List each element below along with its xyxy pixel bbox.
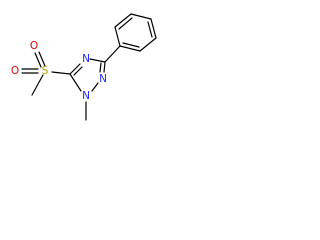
- bond-n2-n1: [91, 82, 99, 92]
- bond-s-o-top-a: [34, 52, 42, 68]
- bond-ph-3-4: [130, 13, 152, 20]
- bond-ph-inner-c: [122, 42, 140, 48]
- bond-s-c5: [51, 71, 71, 75]
- bond-s-o-top-b: [38, 51, 46, 67]
- atom-n-methyl: N: [82, 90, 90, 102]
- molecule-structure: S O O N N N: [11, 13, 157, 121]
- bond-ph-2-3: [114, 13, 132, 28]
- bond-ph-inner-b: [147, 21, 153, 38]
- bond-n1-c5: [69, 73, 82, 92]
- bond-ph-inner-a: [118, 17, 133, 30]
- bond-ph-6-1: [119, 45, 141, 52]
- atom-o-top: O: [30, 40, 38, 52]
- bond-c3-n2: [103, 61, 106, 73]
- atom-n-ring-right: N: [99, 73, 107, 85]
- atom-n-ring-top: N: [82, 53, 90, 65]
- bond-ph-4-5: [150, 18, 157, 39]
- bond-c3-n2-inner: [99, 62, 102, 73]
- atom-o-left: O: [11, 65, 19, 77]
- bonds: [21, 13, 157, 121]
- bond-c5-n4-inner: [73, 66, 83, 76]
- atom-labels: S O O N N N: [11, 40, 107, 102]
- bond-ph-5-6: [139, 37, 157, 52]
- bond-c3-phenyl: [104, 45, 121, 63]
- bond-c5-n4: [69, 63, 81, 75]
- bond-n4-c3: [89, 58, 106, 63]
- atom-s: S: [42, 65, 49, 77]
- bond-methyl-s: [31, 74, 44, 96]
- bond-ph-1-2: [114, 26, 121, 47]
